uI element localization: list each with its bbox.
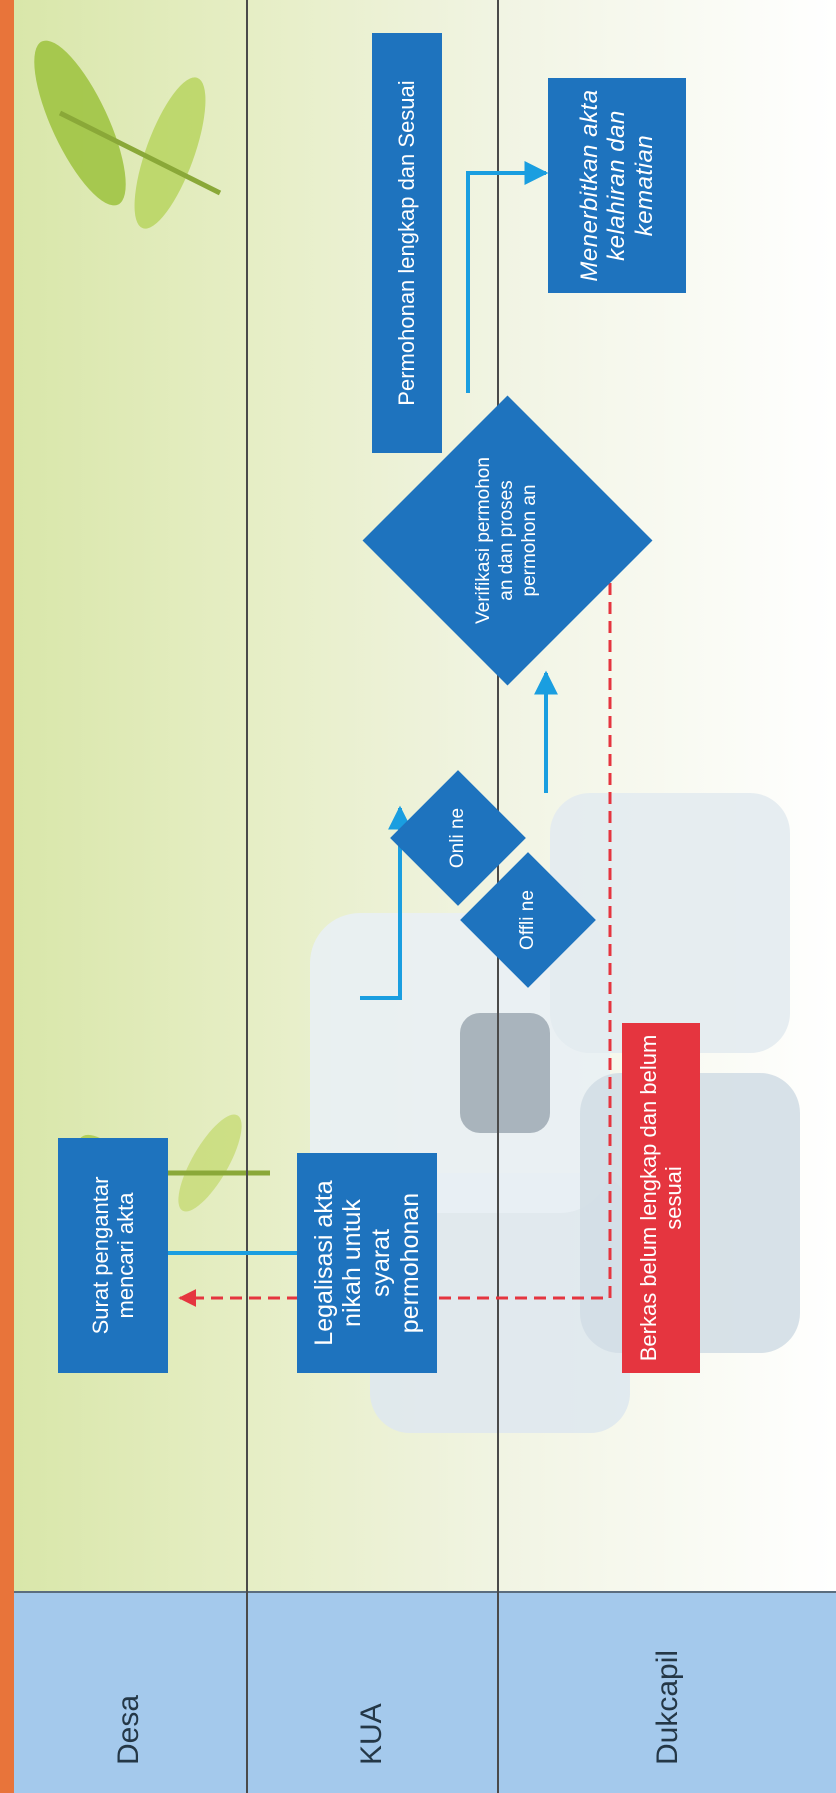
offline-decision-label: Offli ne xyxy=(480,872,576,968)
permohonan-lengkap-box: Permohonan lengkap dan Sesuai xyxy=(372,33,442,453)
legalisasi-box: Legalisasi akta nikah untuk syarat permo… xyxy=(297,1153,437,1373)
berkas-belum-lengkap-box: Berkas belum lengkap dan belum sesuai xyxy=(622,1023,700,1373)
verifikasi-decision-label: Verifikasi permohon an dan proses permoh… xyxy=(420,448,595,633)
menerbitkan-akta-box: Menerbitkan akta kelahiran dan kematian xyxy=(548,78,686,293)
arrow-verifikasi-to-menerbitkan xyxy=(468,173,546,393)
surat-pengantar-box: Surat pengantar mencari akta xyxy=(58,1138,168,1373)
